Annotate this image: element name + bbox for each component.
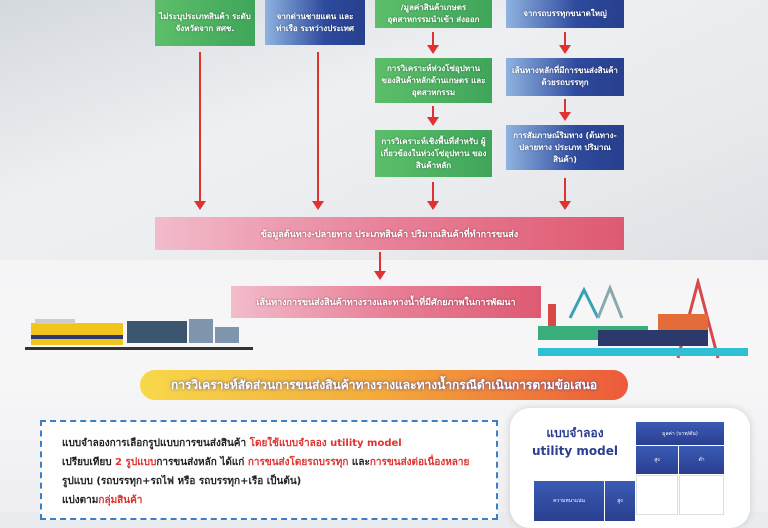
desc-text: แบ่งตาม xyxy=(62,495,99,506)
flow-box-col4-1: จากรถบรรทุกขนาดใหญ่ xyxy=(506,0,624,28)
col-high: สูง xyxy=(636,446,678,474)
desc-highlight: 2 รูปแบบ xyxy=(115,457,157,468)
arrow-down xyxy=(374,252,386,280)
arrow-down xyxy=(427,32,439,54)
table-cell xyxy=(636,475,678,515)
flow-box-col2-1: จากด่านชายแดน และท่าเรือ ระหว่างประเทศ xyxy=(265,0,365,45)
desc-highlight: การขนส่งโดยรถบรรทุก xyxy=(247,457,349,468)
card-title-1: แบบจำลอง xyxy=(546,426,604,440)
table-cell xyxy=(679,475,724,515)
result-box: เส้นทางการขนส่งสินค้าทางรางและทางน้ำที่ม… xyxy=(231,286,541,318)
arrow-down xyxy=(312,52,324,210)
flow-box-col3-1: /มูลค่าสินค้าเกษตร อุตสาหกรรมนำเข้า ส่งอ… xyxy=(375,0,492,28)
desc-highlight: การขนส่งต่อเนื่องหลาย xyxy=(369,457,470,468)
flow-box-col1-1: ไม่ระบุประเภทสินค้า ระดับจังหวัดจาก สศช. xyxy=(155,0,255,46)
utility-model-card: แบบจำลอง utility model มูลค่า (บาท/ตัน) … xyxy=(510,408,750,528)
desc-text: รูปแบบ (รถบรรทุก+รถไฟ หรือ รถบรรทุก+เรือ… xyxy=(62,476,302,487)
flow-box-col3-2: การวิเคราะห์ห่วงโซ่อุปทาน ของสินค้าหลักด… xyxy=(375,58,492,103)
arrow-down xyxy=(559,178,571,210)
card-title-2: utility model xyxy=(532,444,618,458)
desc-text: แบบจำลองการเลือกรูปแบบการขนส่งสินค้า xyxy=(62,438,250,449)
arrow-down xyxy=(427,182,439,210)
arrow-down xyxy=(427,106,439,126)
desc-text: และ xyxy=(348,457,370,468)
row-header: ความหนาแน่น xyxy=(534,481,604,521)
description-box: แบบจำลองการเลือกรูปแบบการขนส่งสินค้า โดย… xyxy=(40,420,498,520)
col-low: ต่ำ xyxy=(679,446,724,474)
arrow-down xyxy=(559,32,571,54)
row-high: สูง xyxy=(605,481,635,521)
desc-highlight: โดยใช้แบบจำลอง utility model xyxy=(249,438,402,449)
flow-box-col4-3: การสัมภาษณ์ริมทาง (ต้นทาง-ปลายทาง ประเภท… xyxy=(506,125,624,170)
port-illustration xyxy=(538,278,748,359)
train-illustration xyxy=(25,319,253,350)
desc-text: การขนส่งหลัก ได้แก่ xyxy=(156,457,248,468)
col-header: มูลค่า (บาท/ตัน) xyxy=(636,422,724,445)
flow-box-col3-3: การวิเคราะห์เชิงพื้นที่สำหรับ ผู้เกี่ยวข… xyxy=(375,130,492,177)
desc-highlight: กลุ่มสินค้า xyxy=(98,495,143,506)
flow-box-col4-2: เส้นทางหลักที่มีการขนส่งสินค้า ด้วยรถบรร… xyxy=(506,58,624,96)
desc-text: เปรียบเทียบ xyxy=(62,457,116,468)
merge-box: ข้อมูลต้นทาง-ปลายทาง ประเภทสินค้า ปริมาณ… xyxy=(155,217,624,250)
section-banner: การวิเคราะห์สัดส่วนการขนส่งสินค้าทางรางแ… xyxy=(140,370,628,400)
arrow-down xyxy=(559,99,571,121)
arrow-down xyxy=(194,52,206,210)
